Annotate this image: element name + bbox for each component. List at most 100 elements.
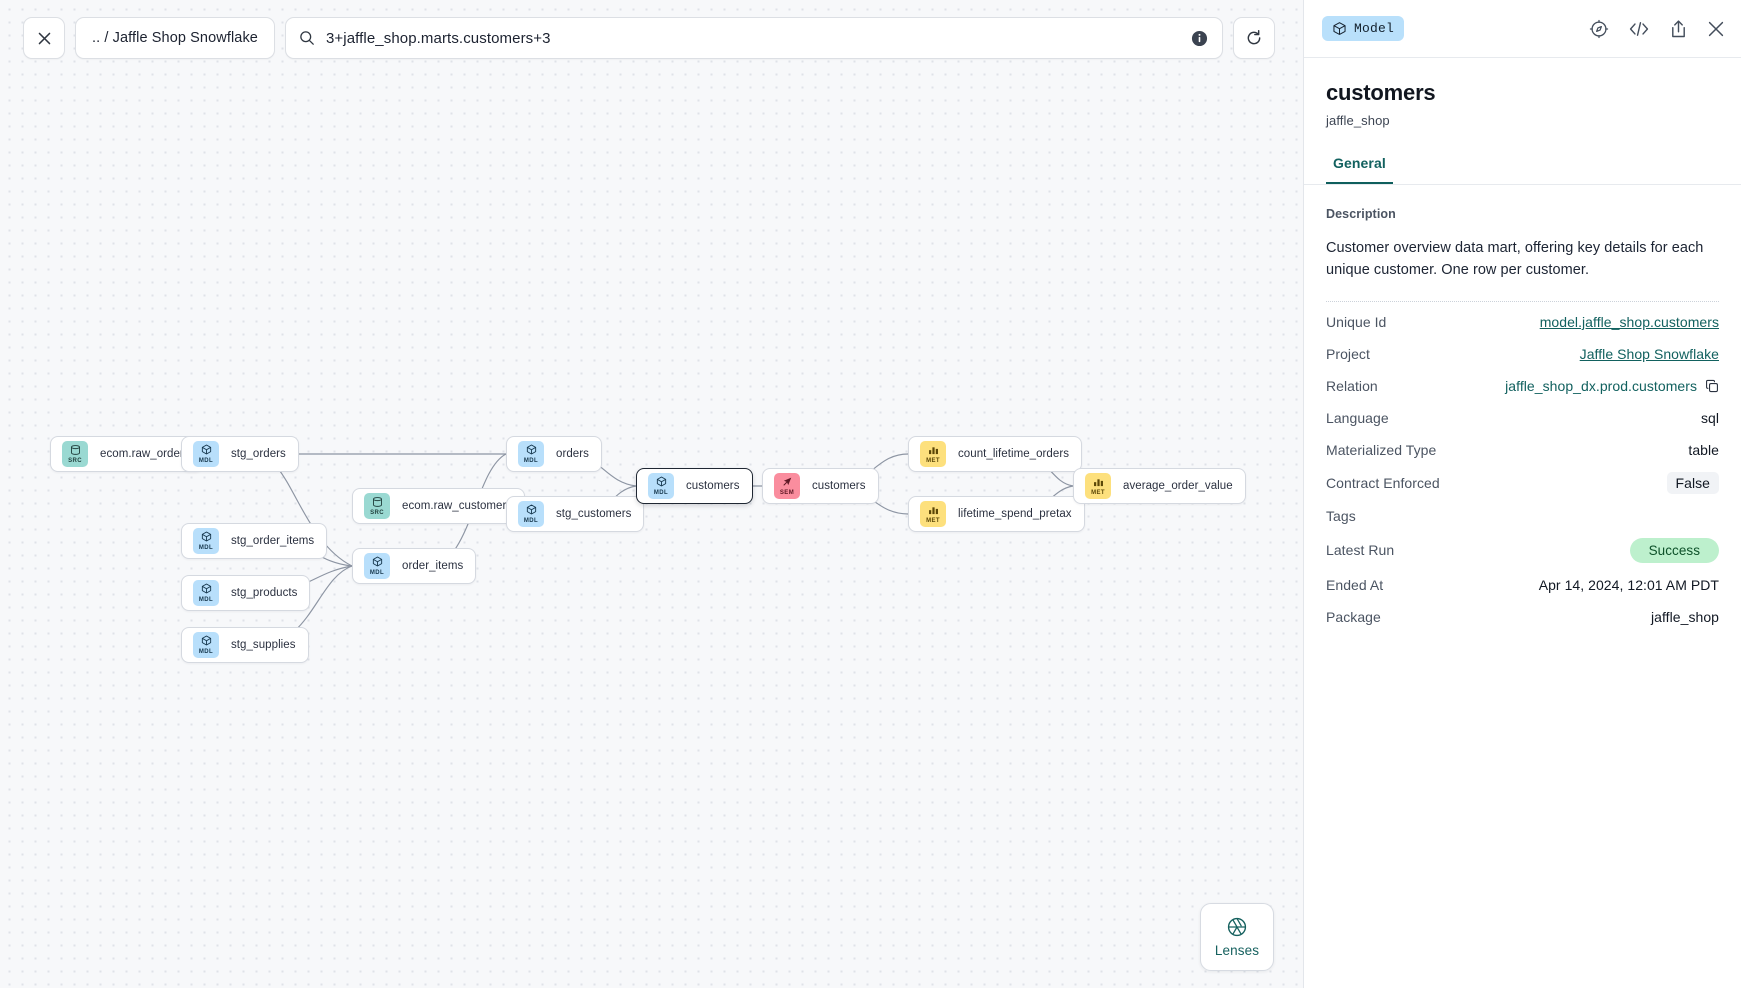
detail-key: Tags (1326, 507, 1356, 524)
aperture-icon (1227, 917, 1247, 937)
copy-icon[interactable] (1705, 379, 1719, 393)
detail-key: Relation (1326, 377, 1378, 394)
lineage-node-label: ecom.raw_orders (100, 448, 190, 460)
lineage-node-label: orders (556, 448, 589, 460)
search-input[interactable]: 3+jaffle_shop.marts.customers+3 (325, 29, 551, 47)
detail-row-language: Language sql (1326, 402, 1719, 434)
lineage-node-label: customers (686, 480, 740, 492)
src-badge-icon: SRC (62, 441, 88, 467)
detail-value: table (1688, 441, 1719, 458)
detail-row-relation: Relation jaffle_shop_dx.prod.customers (1326, 370, 1719, 402)
details-header: Model (1304, 0, 1741, 58)
detail-row-latest-run: Latest Run Success (1326, 532, 1719, 569)
detail-key: Project (1326, 345, 1370, 362)
detail-value[interactable]: model.jaffle_shop.customers (1539, 313, 1719, 330)
code-icon[interactable] (1628, 19, 1650, 39)
lineage-node-label: average_order_value (1123, 480, 1233, 492)
lineage-node-ecom_raw_orders[interactable]: SRC ecom.raw_orders (50, 436, 203, 472)
detail-value[interactable]: Jaffle Shop Snowflake (1579, 345, 1719, 362)
met-badge-icon: MET (1085, 473, 1111, 499)
detail-row-materialized-type: Materialized Type table (1326, 434, 1719, 466)
lineage-node-label: stg_orders (231, 448, 286, 460)
detail-key: Materialized Type (1326, 441, 1437, 458)
detail-value: Apr 14, 2024, 12:01 AM PDT (1538, 576, 1719, 593)
lineage-node-label: stg_customers (556, 508, 632, 520)
src-badge-icon: SRC (364, 493, 390, 519)
search-icon (300, 31, 314, 45)
mdl-badge-icon: MDL (193, 528, 219, 554)
detail-key: Ended At (1326, 576, 1384, 593)
detail-key: Contract Enforced (1326, 474, 1440, 491)
met-badge-icon: MET (920, 501, 946, 527)
mdl-badge-icon: MDL (648, 473, 674, 499)
detail-row-ended-at: Ended At Apr 14, 2024, 12:01 AM PDT (1326, 569, 1719, 601)
mdl-badge-icon: MDL (518, 501, 544, 527)
breadcrumb-label: .. / Jaffle Shop Snowflake (92, 30, 258, 46)
breadcrumb-button[interactable]: .. / Jaffle Shop Snowflake (75, 17, 275, 59)
lineage-node-customers_semantic[interactable]: SEM customers (762, 468, 879, 504)
details-header-actions (1589, 19, 1725, 39)
sem-badge-icon: SEM (774, 473, 800, 499)
close-icon[interactable] (1707, 20, 1725, 38)
mdl-badge-icon: MDL (193, 632, 219, 658)
details-body: Description Customer overview data mart,… (1304, 185, 1741, 988)
page-subtitle: jaffle_shop (1326, 113, 1390, 128)
detail-value-relation[interactable]: jaffle_shop_dx.prod.customers (1505, 378, 1719, 394)
lineage-node-label: ecom.raw_customers (402, 500, 513, 512)
divider (1326, 300, 1719, 302)
compass-icon[interactable] (1589, 19, 1609, 39)
tab-general[interactable]: General (1326, 155, 1393, 184)
relation-text: jaffle_shop_dx.prod.customers (1505, 377, 1697, 394)
lineage-node-stg_customers[interactable]: MDL stg_customers (506, 496, 645, 532)
canvas-toolbar: .. / Jaffle Shop Snowflake 3+jaffle_shop… (23, 17, 1275, 59)
info-icon[interactable] (1191, 30, 1208, 47)
lineage-node-count_lifetime_orders[interactable]: MET count_lifetime_orders (908, 436, 1082, 472)
detail-row-contract-enforced: Contract Enforced False (1326, 466, 1719, 500)
detail-value: False (1666, 471, 1719, 494)
lineage-node-average_order_value[interactable]: MET average_order_value (1073, 468, 1246, 504)
detail-key: Latest Run (1326, 542, 1395, 559)
cube-icon (1333, 22, 1346, 35)
met-badge-icon: MET (920, 441, 946, 467)
lenses-button[interactable]: Lenses (1200, 903, 1274, 971)
model-type-label: Model (1354, 21, 1395, 36)
detail-row-tags: Tags (1326, 500, 1719, 532)
lineage-node-orders[interactable]: MDL orders (506, 436, 602, 472)
share-icon[interactable] (1669, 19, 1688, 39)
lineage-node-customers_model[interactable]: MDL customers (636, 468, 753, 504)
refresh-icon (1247, 29, 1261, 45)
details-title-block: customers jaffle_shop (1304, 58, 1741, 128)
lineage-node-ecom_raw_customers[interactable]: SRC ecom.raw_customers (352, 488, 526, 524)
lineage-node-label: count_lifetime_orders (958, 448, 1069, 460)
detail-key: Unique Id (1326, 313, 1387, 330)
mdl-badge-icon: MDL (193, 441, 219, 467)
status-badge[interactable]: Success (1629, 537, 1719, 563)
detail-value: jaffle_shop (1650, 608, 1719, 625)
details-panel: Model (1303, 0, 1741, 988)
description-text: Customer overview data mart, offering ke… (1326, 240, 1704, 279)
lineage-node-stg_products[interactable]: MDL stg_products (181, 575, 311, 611)
lineage-node-label: customers (812, 480, 866, 492)
details-tabs: General (1304, 155, 1741, 185)
close-lineage-button[interactable] (23, 17, 65, 59)
lineage-canvas[interactable]: .. / Jaffle Shop Snowflake 3+jaffle_shop… (0, 0, 1303, 988)
mdl-badge-icon: MDL (518, 441, 544, 467)
lenses-label: Lenses (1214, 943, 1260, 958)
detail-key: Language (1326, 409, 1389, 426)
refresh-button[interactable] (1232, 17, 1275, 59)
detail-value: sql (1700, 409, 1719, 426)
lineage-node-label: stg_products (231, 587, 298, 599)
lineage-search-box[interactable]: 3+jaffle_shop.marts.customers+3 (284, 17, 1223, 59)
lineage-node-stg_orders[interactable]: MDL stg_orders (181, 436, 299, 472)
model-type-badge[interactable]: Model (1322, 16, 1405, 41)
mdl-badge-icon: MDL (193, 580, 219, 606)
description-label: Description (1326, 207, 1396, 221)
lineage-node-label: order_items (402, 560, 464, 572)
